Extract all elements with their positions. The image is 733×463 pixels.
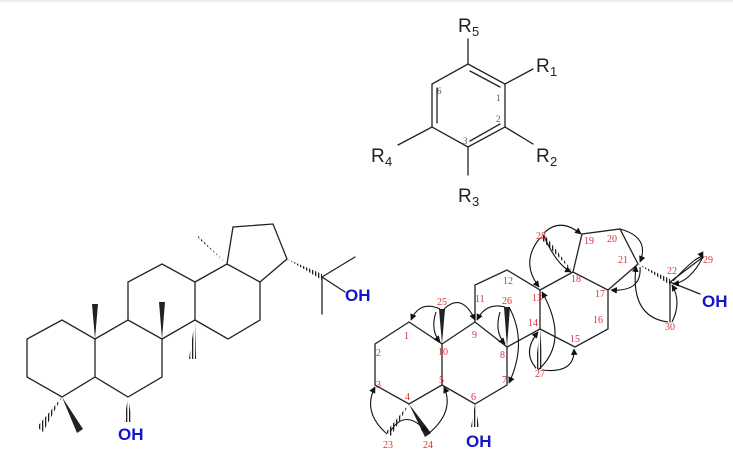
carbon-number: 26 xyxy=(502,296,512,307)
ring-number-3: 3 xyxy=(463,136,468,146)
carbon-number: 3 xyxy=(376,380,381,391)
carbon-number: 1 xyxy=(404,331,409,342)
carbon-number: 30 xyxy=(665,322,675,333)
carbon-number: 16 xyxy=(593,315,603,326)
carbon-number: 2 xyxy=(376,348,381,359)
benzene-ring: 6 1 2 3 R R R R R xyxy=(371,16,550,207)
substituent-r5: R xyxy=(458,16,472,37)
svg-text:R: R xyxy=(536,56,550,77)
hydroxyl-label: OH xyxy=(466,432,492,451)
r3-subscript: 3 xyxy=(472,194,479,209)
substituent-r1: R xyxy=(536,56,550,77)
svg-text:R: R xyxy=(536,146,550,167)
substituent-r3: R xyxy=(458,186,472,207)
carbon-number: 19 xyxy=(584,236,594,247)
carbon-number: 14 xyxy=(528,318,538,329)
r5-subscript: 5 xyxy=(472,24,479,39)
carbon-number: 22 xyxy=(667,266,677,277)
carbon-number: 10 xyxy=(438,347,448,358)
carbon-number: 8 xyxy=(500,350,505,361)
carbon-number: 9 xyxy=(472,330,477,341)
carbon-number: 13 xyxy=(532,293,542,304)
right-triterpene-structure-hmbc: OH OH 1 2 3 xyxy=(369,224,728,451)
carbon-number: 25 xyxy=(437,297,447,308)
r2-subscript: 2 xyxy=(550,154,557,169)
carbon-number: 23 xyxy=(383,440,393,451)
carbon-number: 27 xyxy=(535,369,545,380)
carbon-number: 15 xyxy=(570,334,580,345)
svg-text:R: R xyxy=(458,186,472,207)
svg-text:R: R xyxy=(371,146,385,167)
hmbc-correlation-arrows xyxy=(369,224,704,435)
substituent-r4: R xyxy=(371,146,385,167)
carbon-number: 28 xyxy=(536,231,546,242)
carbon-number: 18 xyxy=(571,274,581,285)
substituent-r2: R xyxy=(536,146,550,167)
carbon-number: 5 xyxy=(439,375,444,386)
carbon-number: 7 xyxy=(502,375,507,386)
r4-subscript: 4 xyxy=(385,154,392,169)
r1-subscript: 1 xyxy=(550,64,557,79)
carbon-number: 24 xyxy=(423,440,433,451)
hydroxyl-label: OH xyxy=(118,425,144,444)
hydroxyl-label: OH xyxy=(702,292,728,311)
left-triterpene-structure: OH OH xyxy=(26,223,371,444)
ring-number-6: 6 xyxy=(437,86,442,96)
svg-text:R: R xyxy=(458,16,472,37)
ring-number-2: 2 xyxy=(496,114,501,124)
carbon-number: 6 xyxy=(471,392,476,403)
carbon-number: 11 xyxy=(475,294,485,305)
carbon-number: 21 xyxy=(618,255,628,266)
ring-number-1: 1 xyxy=(496,93,501,103)
carbon-number: 17 xyxy=(595,289,605,300)
carbon-number: 29 xyxy=(703,255,713,266)
carbon-number: 12 xyxy=(503,276,513,287)
carbon-number: 20 xyxy=(607,234,617,245)
hydroxyl-label: OH xyxy=(345,286,371,305)
carbon-number: 4 xyxy=(405,392,410,403)
